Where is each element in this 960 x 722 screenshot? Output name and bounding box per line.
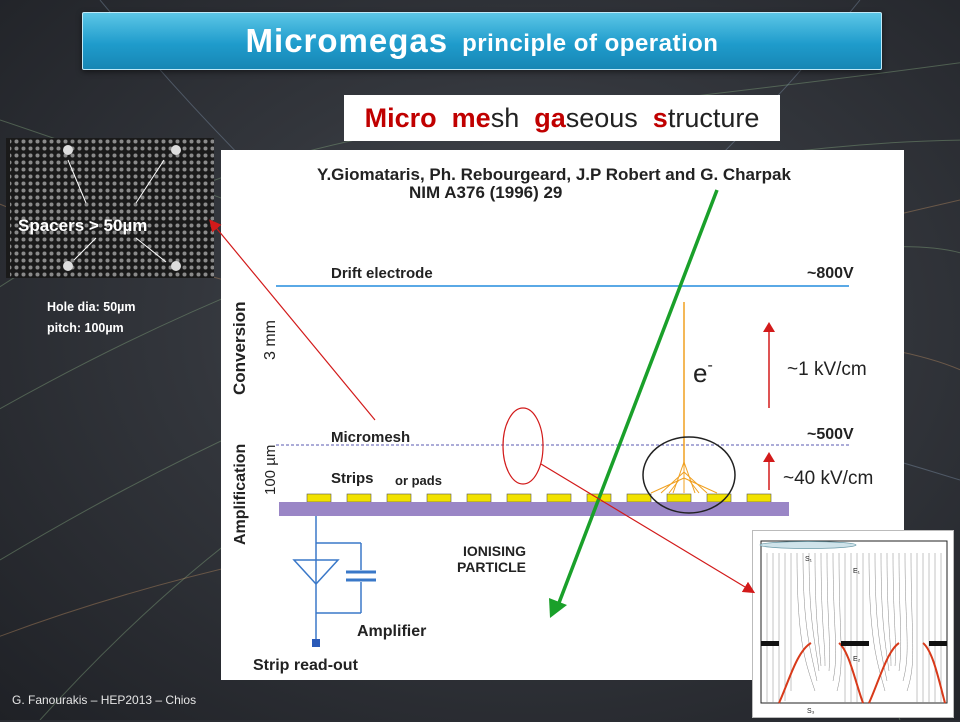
strip bbox=[666, 493, 692, 503]
conversion-label: Conversion bbox=[230, 301, 249, 395]
sim-label-s3: S₃ bbox=[807, 708, 815, 715]
readout-strips bbox=[306, 493, 772, 503]
subtitle-part: seous bbox=[565, 102, 653, 133]
subtitle-part: me bbox=[451, 102, 491, 133]
micromesh-label: Micromesh bbox=[331, 429, 410, 446]
strip bbox=[466, 493, 492, 503]
subtitle-part bbox=[437, 103, 452, 134]
strip bbox=[746, 493, 772, 503]
spacer-pillar bbox=[63, 261, 73, 271]
pitch-label: pitch: 100µm bbox=[47, 321, 124, 335]
amp-field-arrowhead-icon bbox=[763, 452, 775, 462]
ionising-label-1: IONISING bbox=[463, 543, 526, 559]
authors-text: Y.Giomataris, Ph. Rebourgeard, J.P Rober… bbox=[317, 165, 791, 184]
strip bbox=[626, 493, 652, 503]
spacer-pillar bbox=[63, 145, 73, 155]
spacer-pillar bbox=[171, 261, 181, 271]
mesh-photo-svg bbox=[6, 138, 214, 278]
strip bbox=[506, 493, 532, 503]
spacer-pillar bbox=[171, 145, 181, 155]
readout-pad-icon bbox=[312, 639, 320, 647]
drift-field-label: ~1 kV/cm bbox=[787, 359, 867, 380]
strip bbox=[546, 493, 572, 503]
drift-field-arrowhead-icon bbox=[763, 322, 775, 332]
ionising-particle-track bbox=[555, 189, 719, 609]
footer-credit: G. Fanourakis – HEP2013 – Chios bbox=[12, 693, 197, 707]
substrate-base bbox=[279, 502, 789, 516]
strip bbox=[386, 493, 412, 503]
track-arrowhead-icon bbox=[549, 598, 567, 618]
mesh-wire-icon bbox=[929, 641, 947, 646]
avalanche bbox=[650, 450, 718, 494]
title-main: Micromegas bbox=[245, 22, 449, 59]
sim-label-e2: E₂ bbox=[853, 656, 861, 663]
mesh-voltage-label: ~500V bbox=[807, 426, 854, 443]
subtitle-part: sh bbox=[490, 102, 535, 133]
subtitle-part: s bbox=[652, 102, 668, 133]
subtitle-part: tructure bbox=[667, 102, 760, 133]
title-banner: Micromegas principle of operation bbox=[82, 12, 882, 70]
subtitle-part: ga bbox=[534, 102, 566, 133]
mesh-hole-highlight bbox=[502, 407, 544, 485]
strip bbox=[306, 493, 332, 503]
field-lines bbox=[766, 552, 942, 703]
title-sub: principle of operation bbox=[462, 30, 719, 57]
hole-pitch-label: Hole dia: 50µm pitch: 100µm bbox=[47, 297, 135, 339]
amplification-label: Amplification bbox=[232, 444, 249, 545]
amp-field-label: ~40 kV/cm bbox=[783, 468, 873, 489]
strips-label: Strips bbox=[331, 470, 374, 487]
or-pads-label: or pads bbox=[395, 473, 442, 488]
strip bbox=[346, 493, 372, 503]
amplification-gap-label: 100 µm bbox=[262, 445, 279, 495]
mesh-photo-inset bbox=[6, 138, 214, 278]
subtitle-part: Micro bbox=[364, 102, 437, 133]
amplifier-triangle-icon bbox=[292, 559, 340, 586]
field-simulation-svg: S₁ E₁ E₂ S₃ bbox=[759, 540, 948, 715]
sim-label-s1: S₁ bbox=[805, 556, 813, 563]
reference-text: NIM A376 (1996) 29 bbox=[409, 183, 562, 202]
field-simulation-inset: S₁ E₁ E₂ S₃ bbox=[752, 530, 954, 718]
amplifier-label: Amplifier bbox=[357, 623, 426, 640]
mesh-wire-icon bbox=[841, 641, 869, 646]
strip-readout-label: Strip read-out bbox=[253, 657, 359, 674]
ionising-label-2: PARTICLE bbox=[457, 559, 526, 575]
conversion-gap-label: 3 mm bbox=[262, 320, 279, 360]
sim-label-e1: E₁ bbox=[853, 568, 861, 575]
drift-electrode-label: Drift electrode bbox=[331, 265, 433, 282]
electron-label: e- bbox=[693, 357, 713, 388]
strip bbox=[426, 493, 452, 503]
mesh-wire-icon bbox=[761, 641, 779, 646]
spacers-label: Spacers > 50µm bbox=[18, 216, 148, 235]
hole-dia-label: Hole dia: 50µm bbox=[47, 300, 136, 314]
drift-voltage-label: ~800V bbox=[807, 265, 854, 282]
